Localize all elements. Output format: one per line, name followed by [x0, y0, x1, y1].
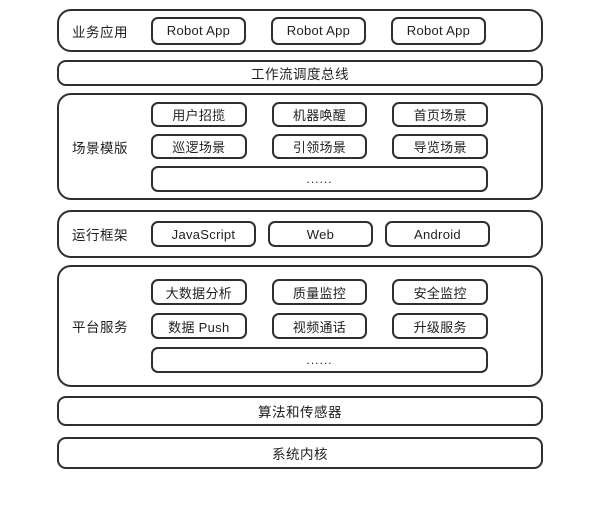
- box-robot-app-3: Robot App: [391, 16, 486, 45]
- platform-row-1: 大数据分析 质量监控 安全监控: [151, 279, 489, 305]
- box-android: Android: [385, 221, 490, 247]
- scene-row-2: 巡逻场景 引领场景 导览场景: [151, 133, 489, 159]
- box-data-push: 数据 Push: [151, 313, 247, 339]
- scene-templates-grid: 用户招揽 机器唤醒 首页场景 巡逻场景 引领场景 导览场景 ......: [151, 101, 489, 192]
- layer-platform-services-label: 平台服务: [72, 320, 128, 335]
- box-robot-app-1: Robot App: [151, 16, 246, 45]
- box-more-services: ......: [151, 347, 488, 373]
- box-machine-wake-scene: 机器唤醒: [271, 101, 368, 127]
- box-lead-scene: 引领场景: [271, 133, 368, 159]
- layer-runtime-framework-label: 运行框架: [72, 228, 128, 243]
- layer-stack: 业务应用 Robot App Robot App Robot App 工作流调度…: [57, 9, 543, 469]
- box-user-attract-scene: 用户招揽: [151, 101, 247, 127]
- box-javascript: JavaScript: [151, 221, 256, 247]
- box-security-monitor: 安全监控: [392, 279, 489, 305]
- box-more-scenes: ......: [151, 165, 488, 192]
- layer-runtime-framework: 运行框架 JavaScript Web Android: [57, 210, 543, 258]
- box-home-scene: 首页场景: [392, 101, 489, 127]
- box-video-call: 视频通话: [271, 313, 368, 339]
- box-robot-app-2: Robot App: [271, 16, 366, 45]
- bar-workflow-bus: 工作流调度总线: [57, 60, 543, 86]
- layer-platform-services: 平台服务 大数据分析 质量监控 安全监控 数据 Push 视频通话 升级服务 .…: [57, 265, 543, 387]
- business-apps-row: Robot App Robot App Robot App: [151, 16, 486, 45]
- box-tour-scene: 导览场景: [392, 133, 489, 159]
- box-bigdata-analysis: 大数据分析: [151, 279, 247, 305]
- runtime-framework-row: JavaScript Web Android: [151, 221, 490, 247]
- layer-business-apps-label: 业务应用: [72, 24, 128, 40]
- platform-services-grid: 大数据分析 质量监控 安全监控 数据 Push 视频通话 升级服务 ......: [151, 279, 489, 373]
- layer-scene-templates-label: 场景模版: [72, 140, 128, 156]
- box-quality-monitor: 质量监控: [271, 279, 368, 305]
- platform-row-2: 数据 Push 视频通话 升级服务: [151, 313, 489, 339]
- box-web: Web: [268, 221, 373, 247]
- bar-algorithms-sensors: 算法和传感器: [57, 396, 543, 426]
- scene-row-1: 用户招揽 机器唤醒 首页场景: [151, 101, 489, 127]
- box-upgrade-service: 升级服务: [392, 313, 489, 339]
- layer-business-apps: 业务应用 Robot App Robot App Robot App: [57, 9, 543, 52]
- box-patrol-scene: 巡逻场景: [151, 133, 247, 159]
- layer-scene-templates: 场景模版 用户招揽 机器唤醒 首页场景 巡逻场景 引领场景 导览场景 .....…: [57, 93, 543, 200]
- bar-system-kernel: 系统内核: [57, 437, 543, 469]
